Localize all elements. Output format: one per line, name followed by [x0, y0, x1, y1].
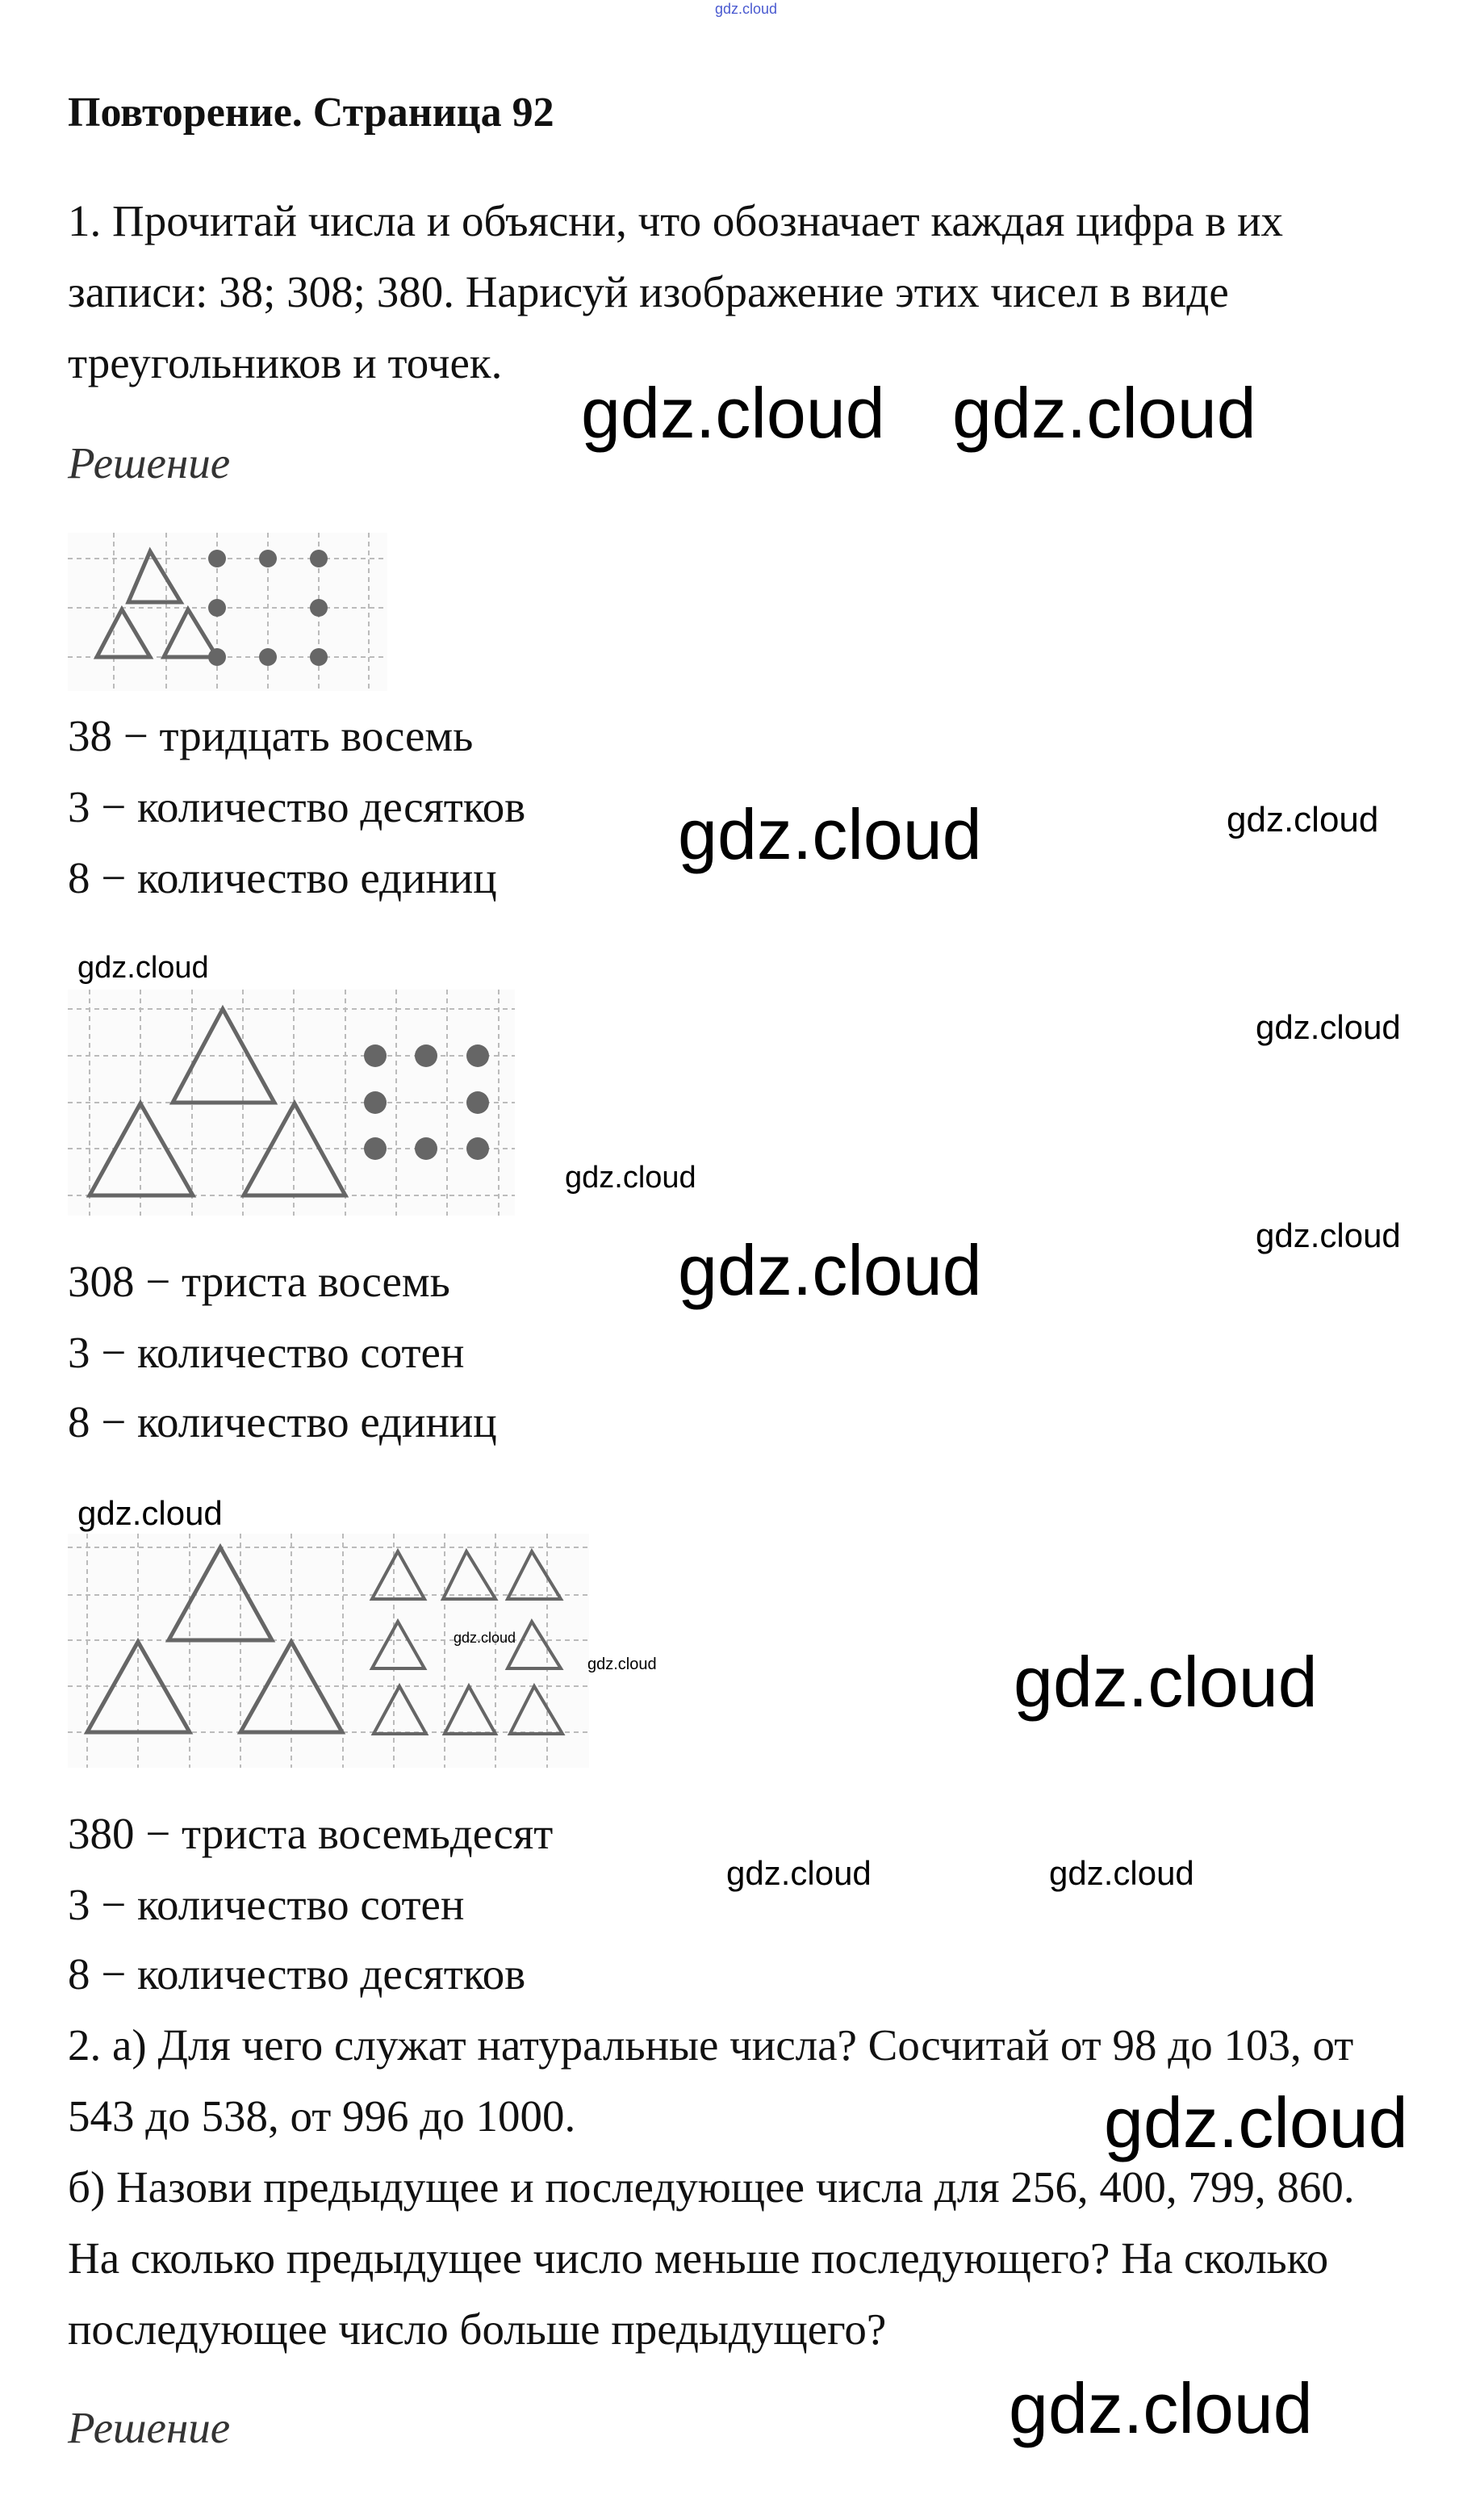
watermark: gdz.cloud: [1104, 2083, 1408, 2162]
watermark: gdz.cloud: [77, 951, 209, 985]
solution-label: Решение: [68, 2403, 231, 2452]
watermark: gdz.cloud: [678, 1230, 982, 1310]
watermark: gdz.cloud: [581, 373, 885, 453]
ten-triangle: [370, 1682, 429, 1735]
hundred-triangle: [236, 1637, 346, 1735]
ten-triangle: [504, 1618, 564, 1670]
figure-380: gdz.cloud: [68, 1534, 589, 1768]
ten-triangle: [160, 605, 221, 659]
watermark: gdz.cloud: [952, 373, 1256, 453]
watermark: gdz.cloud: [1014, 1642, 1318, 1722]
watermark: gdz.cloud: [1009, 2368, 1313, 2448]
answer-line: 38 − тридцать восемь: [68, 711, 474, 760]
ten-triangle: [93, 605, 154, 659]
watermark: gdz.cloud: [1049, 1854, 1194, 1892]
answer-line: 8 − количество единиц: [68, 1397, 497, 1446]
hundred-triangle: [83, 1637, 194, 1735]
answer-line: 8 − количество единиц: [68, 853, 497, 902]
ten-triangle: [369, 1547, 428, 1601]
solution-label: Решение: [68, 438, 231, 488]
watermark: gdz.cloud: [565, 1161, 696, 1195]
task1-text-line: треугольников и точек.: [68, 338, 503, 387]
ten-triangle: [507, 1682, 566, 1735]
ten-triangle: [441, 1682, 499, 1735]
task2-text-line: последующее число больше предыдущего?: [68, 2304, 887, 2354]
figure-380-drawing: [68, 1534, 589, 1768]
watermark: gdz.cloud: [1256, 1008, 1401, 1046]
figure-38: [68, 533, 387, 691]
hundred-triangle: [169, 1004, 278, 1105]
task1-text-line: 1. Прочитай числа и объясни, что обознач…: [68, 196, 1284, 245]
task1-text-line: записи: 38; 308; 380. Нарисуй изображени…: [68, 267, 1229, 316]
watermark: gdz.cloud: [77, 1494, 223, 1532]
hundred-triangle: [240, 1099, 349, 1198]
task2-text-line: 543 до 538, от 996 до 1000.: [68, 2091, 576, 2141]
page-title: Повторение. Страница 92: [68, 90, 554, 136]
figure-308-drawing: [68, 990, 515, 1216]
answer-line: 3 − количество сотен: [68, 1328, 465, 1377]
top-watermark: gdz.cloud: [715, 1, 778, 17]
task2-text-line: На сколько предыдущее число меньше после…: [68, 2233, 1329, 2283]
watermark: gdz.cloud: [678, 794, 982, 874]
watermark: gdz.cloud: [587, 1656, 657, 1673]
task2-text-line: б) Назови предыдущее и последующее числа…: [68, 2162, 1355, 2212]
task2-text-line: 2. а) Для чего служат натуральные числа?…: [68, 2020, 1354, 2070]
answer-line: 380 − триста восемьдесят: [68, 1809, 554, 1858]
answer-line: 8 − количество десятков: [68, 1949, 526, 1999]
figure-308: [68, 990, 515, 1216]
ten-triangle: [504, 1547, 564, 1601]
hundred-triangle: [86, 1099, 197, 1198]
ten-triangle: [125, 546, 185, 605]
answer-line: 3 − количество десятков: [68, 782, 526, 831]
watermark: gdz.cloud: [454, 1630, 516, 1646]
watermark: gdz.cloud: [726, 1854, 872, 1892]
answer-line: 3 − количество сотен: [68, 1880, 465, 1929]
ten-triangle: [369, 1618, 428, 1670]
ten-triangle: [440, 1547, 499, 1601]
watermark: gdz.cloud: [1256, 1216, 1401, 1254]
answer-line: 308 − триста восемь: [68, 1257, 450, 1306]
figure-38-drawing: [68, 533, 387, 691]
watermark: gdz.cloud: [1227, 800, 1379, 839]
hundred-triangle: [165, 1543, 276, 1643]
